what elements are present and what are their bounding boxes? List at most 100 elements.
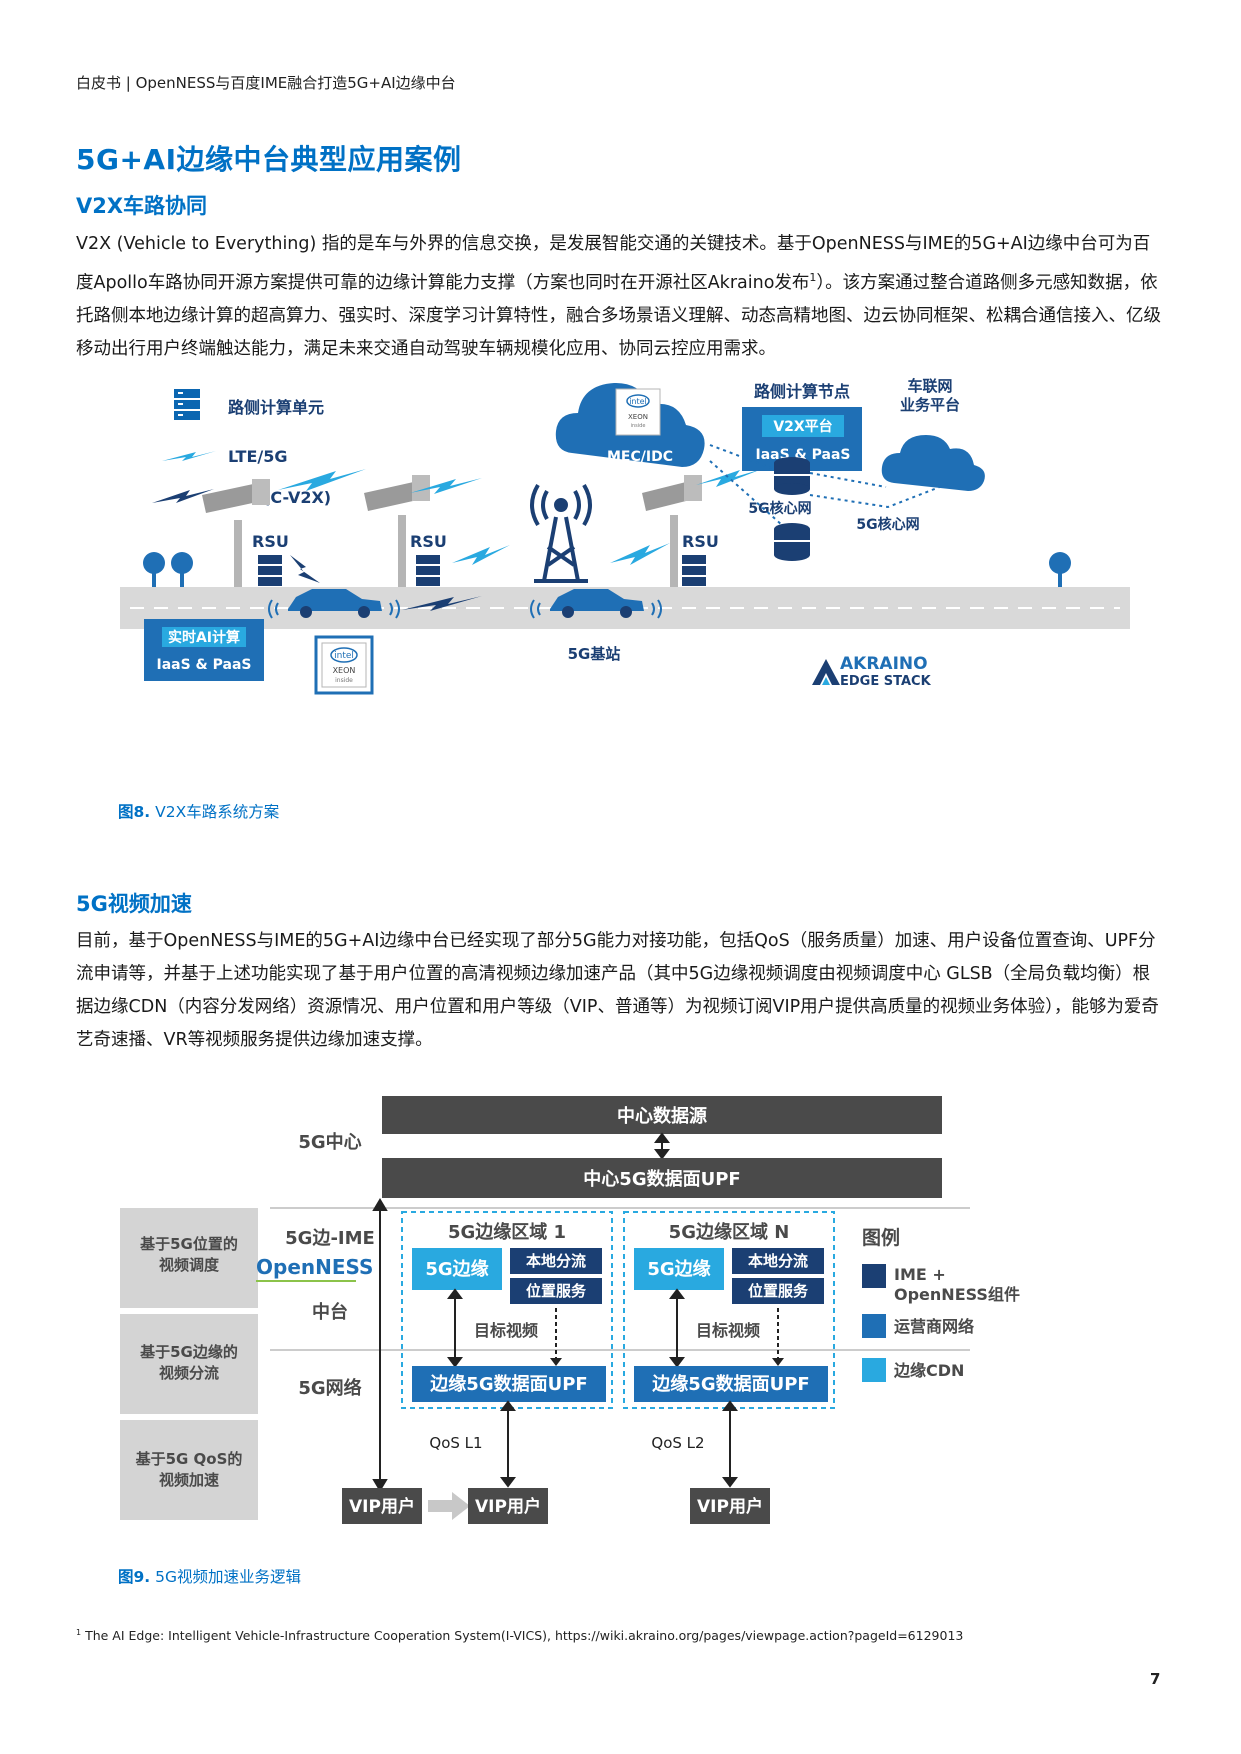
left-box-2-line2: 视频分流	[159, 1364, 219, 1382]
vip-user-box-2	[468, 1488, 548, 1524]
local-offload-label-n: 本地分流	[748, 1252, 808, 1270]
akraino-logo: AKRAINO EDGE STACK	[812, 654, 932, 689]
legend-swatch-operator	[862, 1314, 886, 1338]
car-icon-2	[530, 589, 662, 619]
location-service-label-1: 位置服务	[526, 1282, 587, 1300]
openness-logo: OpenNESS	[256, 1255, 373, 1282]
video-heading: 5G视频加速	[76, 892, 192, 916]
local-offload-label-1: 本地分流	[526, 1252, 586, 1270]
network-5g-label: 5G网络	[298, 1377, 361, 1399]
mec-cloud-icon: intel XEON inside MEC/IDC	[555, 382, 705, 467]
edge-ime-label: 5G边-IME	[285, 1228, 375, 1249]
legend-lte-label: LTE/5G	[228, 447, 288, 466]
chip-line2: inside	[631, 423, 646, 429]
v2x-paragraph: V2X (Vehicle to Everything) 指的是车与外界的信息交换…	[76, 228, 1166, 366]
edge-upf-box-n	[634, 1366, 828, 1402]
video-paragraph: 目前，基于OpenNESS与IME的5G+AI边缘中台已经实现了部分5G能力对接…	[76, 931, 1159, 1050]
edge-upf-box-1	[412, 1366, 606, 1402]
lightning-light-icon	[162, 451, 216, 461]
qos1-arrow	[500, 1400, 516, 1488]
zonen-edge-to-upf-arrow	[669, 1288, 685, 1368]
roadside-node-title: 路侧计算节点	[754, 382, 850, 401]
left-box-2-line1: 基于5G边缘的	[139, 1343, 238, 1361]
footnote-ref[interactable]: 1	[809, 271, 817, 284]
core-network-label: 5G核心网	[748, 500, 811, 517]
network-connectors	[709, 444, 951, 526]
edge-5g-label-n: 5G边缘	[647, 1259, 710, 1280]
figure9-caption-number: 图9.	[118, 1568, 151, 1586]
intel-xeon-chip-icon: intel XEON inside	[615, 388, 661, 436]
local-offload-box-1	[510, 1248, 602, 1274]
qos-l2-label: QoS L2	[651, 1434, 704, 1452]
target-video-label-n: 目标视频	[696, 1321, 760, 1340]
section-title: 5G+AI边缘中台典型应用案例	[76, 143, 462, 176]
rsu-pole-2: RSU	[364, 475, 447, 587]
edge-upf-label-1: 边缘5G数据面UPF	[429, 1373, 587, 1395]
center-5g-label: 5G中心	[298, 1131, 361, 1153]
cell-tower-icon	[530, 483, 592, 583]
left-box-edge-offload: 基于5G边缘的 视频分流	[120, 1314, 258, 1414]
footnote-text[interactable]: The AI Edge: Intelligent Vehicle-Infrast…	[81, 1628, 964, 1644]
realtime-ai-label: 实时AI计算	[168, 629, 240, 646]
camera-icon	[364, 475, 430, 511]
camera-icon	[642, 475, 702, 511]
vip-user-label-2: VIP用户	[475, 1496, 541, 1517]
footnote: 1 The AI Edge: Intelligent Vehicle-Infra…	[76, 1628, 963, 1643]
zone1-edge-to-upf-arrow	[447, 1288, 463, 1368]
legend-operator-label: 运营商网络	[894, 1317, 974, 1336]
core-network-label-2: 5G核心网	[856, 516, 919, 533]
legend-cdn-label: 边缘CDN	[893, 1361, 964, 1380]
edge-upf-label-n: 边缘5G数据面UPF	[651, 1373, 809, 1395]
center-source-box	[382, 1096, 942, 1134]
edge-5g-label-1: 5G边缘	[425, 1259, 488, 1280]
akraino-top-text: AKRAINO	[840, 654, 928, 674]
location-service-label-n: 位置服务	[748, 1282, 809, 1300]
vehicle-platform-cloud-icon	[881, 435, 985, 491]
figure8-caption: 图8. V2X车路系统方案	[118, 800, 279, 822]
rsu-label: RSU	[410, 532, 447, 551]
vip-user-label-3: VIP用户	[697, 1496, 763, 1517]
figure8-caption-number: 图8.	[118, 803, 151, 821]
figure8-caption-text: V2X车路系统方案	[150, 803, 280, 821]
rsu-pole-1: RSU	[202, 479, 289, 587]
car-icon-1	[268, 589, 400, 619]
rsu-label: RSU	[252, 532, 289, 551]
rsu-label: RSU	[682, 532, 719, 551]
legend-lte: LTE/5G	[162, 447, 288, 466]
left-box-3-line1: 基于5G QoS的	[135, 1450, 243, 1468]
database-icon	[774, 457, 810, 495]
database-icon	[774, 523, 810, 561]
left-box-1-line2: 视频调度	[159, 1256, 220, 1274]
center-upf-label: 中心5G数据面UPF	[583, 1168, 740, 1190]
tree-icon-left	[143, 552, 193, 587]
vip-user-label-1: VIP用户	[349, 1496, 415, 1517]
edge-zone-1-label: 5G边缘区域 1	[448, 1221, 566, 1243]
document-header: 白皮书 | OpenNESS与百度IME融合打造5G+AI边缘中台	[76, 74, 456, 92]
legend-roadside-label: 路侧计算单元	[228, 398, 324, 417]
edge-zone-n-label: 5G边缘区域 N	[669, 1221, 790, 1243]
edge-zone-n-box	[623, 1211, 835, 1409]
edge-5g-box-1	[412, 1248, 502, 1290]
realtime-ai-box: 实时AI计算 IaaS & PaaS	[144, 619, 264, 681]
edge-zone-1-box	[401, 1211, 613, 1409]
chip-line2: inside	[335, 677, 353, 684]
qos2-arrow	[722, 1400, 738, 1488]
vip-user-box-1	[342, 1488, 422, 1524]
v2x-platform-label: V2X平台	[773, 418, 832, 435]
arrowhead	[772, 1358, 784, 1366]
v2x-heading: V2X车路协同	[76, 194, 208, 218]
v2x-paragraph-text-1: V2X (Vehicle to Everything) 指的是车与外界的信息交换…	[76, 234, 1151, 293]
left-box-3-line2: 视频加速	[159, 1471, 219, 1489]
lightning-dark-icon	[152, 489, 214, 503]
legend-swatch-ime	[862, 1264, 886, 1288]
legend-roadside-unit: 路侧计算单元	[174, 389, 324, 420]
center-link-arrow	[654, 1132, 670, 1160]
vip-user-box-3	[690, 1488, 770, 1524]
location-service-box-1	[510, 1278, 602, 1304]
base-station-label: 5G基站	[568, 645, 621, 663]
target-video-label-1: 目标视频	[474, 1321, 538, 1340]
move-arrow-icon	[428, 1492, 470, 1520]
chip-line1: XEON	[333, 666, 356, 675]
figure-v2x-diagram: 路侧计算单元 LTE/5G I2V (C-V2X) RSU	[120, 377, 1130, 695]
iaas-paas-label: IaaS & PaaS	[156, 657, 251, 673]
